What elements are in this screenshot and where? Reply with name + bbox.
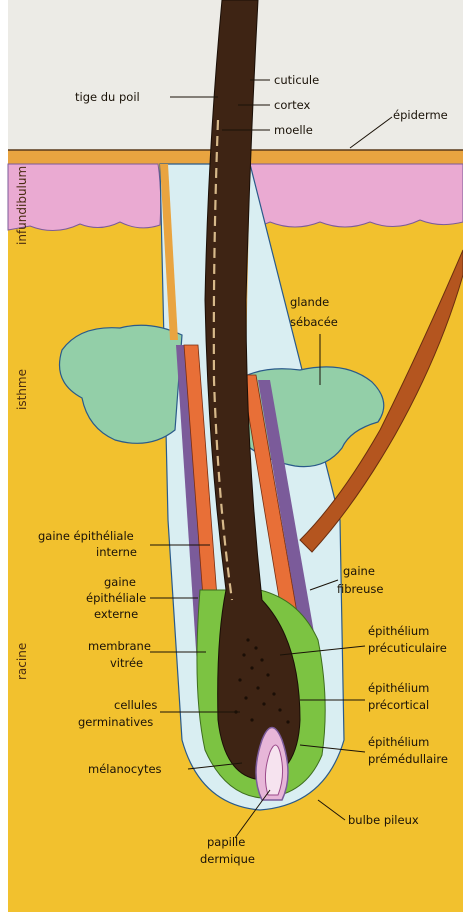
label-epiderme: épiderme (393, 108, 448, 122)
label-epithelium-premedullaire-2: prémédullaire (368, 752, 448, 766)
label-sebacee: sébacée (290, 315, 338, 329)
label-melanocytes: mélanocytes (88, 762, 162, 776)
label-moelle: moelle (274, 123, 313, 137)
label-glande: glande (290, 295, 329, 309)
label-gaine-epitheliale-externe-2: épithéliale (86, 591, 146, 605)
label-epithelium-precuticulaire-1: épithélium (368, 624, 429, 638)
label-gaine-epitheliale-interne-2: interne (96, 545, 137, 559)
label-cortex: cortex (274, 98, 310, 112)
label-epithelium-premedullaire-1: épithélium (368, 735, 429, 749)
label-gaine-epitheliale-interne-1: gaine épithéliale (38, 529, 134, 543)
label-gaine-fibreuse-1: gaine (343, 564, 375, 578)
label-membrane-1: membrane (88, 639, 151, 653)
label-epithelium-precuticulaire-2: précuticulaire (368, 641, 447, 655)
label-gaine-fibreuse-2: fibreuse (337, 582, 383, 596)
label-cuticule: cuticule (274, 73, 319, 87)
infundibulum-right (245, 164, 463, 232)
label-tige-du-poil: tige du poil (75, 90, 140, 104)
label-membrane-2: vitrée (110, 656, 143, 670)
label-epithelium-precortical-2: précortical (368, 698, 429, 712)
label-gaine-epitheliale-externe-3: externe (94, 607, 138, 621)
side-label-isthme: isthme (15, 369, 29, 410)
label-papille-dermique-2: dermique (200, 852, 255, 866)
label-epithelium-precortical-1: épithélium (368, 681, 429, 695)
label-bulbe-pileux: bulbe pileux (348, 813, 419, 827)
side-label-racine: racine (15, 643, 29, 680)
label-cellules-germinatives-2: germinatives (78, 715, 153, 729)
infundibulum-left (8, 164, 161, 231)
side-label-infundibulum: infundibulum (15, 166, 29, 245)
label-gaine-epitheliale-externe-1: gaine (104, 575, 136, 589)
label-papille-dermique-1: papille (207, 835, 245, 849)
label-cellules-germinatives-1: cellules (114, 698, 157, 712)
